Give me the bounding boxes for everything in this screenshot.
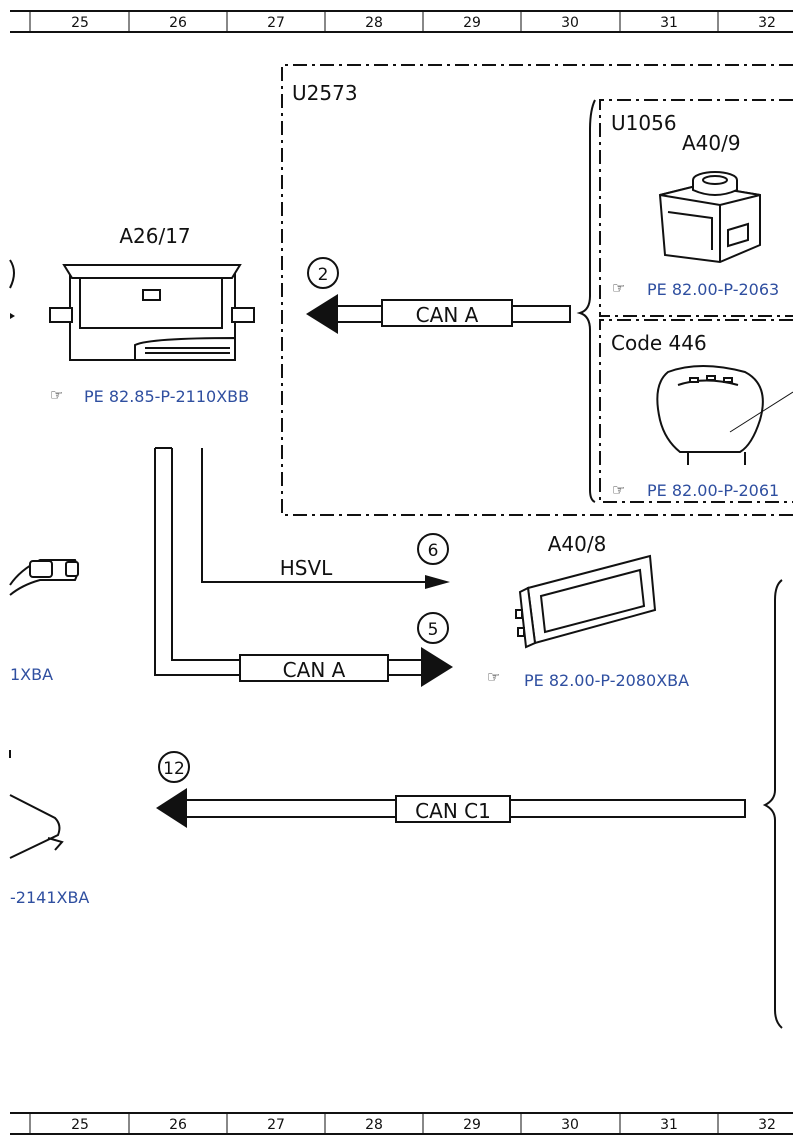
brace — [576, 99, 596, 503]
u1056-boundary — [599, 99, 793, 317]
u1056-label: U1056 — [611, 111, 677, 135]
can-a-top-num: 2 — [318, 265, 329, 285]
can-a-top-label: CAN A — [416, 303, 479, 327]
ruler-col: 26 — [169, 15, 187, 31]
u2573-boundary — [281, 64, 793, 516]
a26-17-drawing — [49, 264, 255, 361]
a26-17-ref-text: PE 82.85-P-2110XBB — [84, 387, 249, 406]
a40-9-label: A40/9 — [682, 131, 741, 155]
a40-9-controller-drawing — [658, 171, 761, 264]
ruler-col: 26 — [169, 1117, 187, 1133]
left-partial-device-2 — [9, 750, 64, 859]
a40-8-display-drawing — [515, 554, 657, 649]
reference-hand-icon: ☞ — [487, 668, 500, 686]
can-a-mid-num: 5 — [428, 620, 439, 640]
left-partial-circle — [9, 259, 15, 289]
a26-17-ref: ☞ PE 82.85-P-2110XBB — [50, 386, 249, 406]
code446-boundary — [599, 319, 793, 503]
ruler-col: 27 — [267, 1117, 285, 1133]
code446-unit-drawing — [656, 365, 793, 465]
can-c1-connection: CAN C1 12 — [156, 751, 746, 828]
a40-8-ref-text: PE 82.00-P-2080XBA — [524, 671, 689, 690]
can-c1-label: CAN C1 — [415, 799, 491, 823]
ruler-col: 30 — [561, 15, 579, 31]
code446-ref-text: PE 82.00-P-2061 — [647, 481, 779, 500]
a40-8-ref: ☞ PE 82.00-P-2080XBA — [487, 668, 689, 690]
hsvl-num: 6 — [428, 541, 439, 561]
ruler-col: 31 — [660, 1117, 678, 1133]
a26-17-label: A26/17 — [119, 224, 190, 248]
can-a-mid-connection: CAN A 5 — [154, 447, 453, 687]
u2573-label: U2573 — [292, 81, 358, 105]
ruler-col: 30 — [561, 1117, 579, 1133]
ruler-col: 28 — [365, 15, 383, 31]
ruler-col: 32 — [758, 1117, 776, 1133]
a40-9-ref: ☞ PE 82.00-P-2063 — [612, 279, 779, 299]
code446-label: Code 446 — [611, 331, 707, 355]
ruler-col: 25 — [71, 1117, 89, 1133]
ruler-col: 29 — [463, 15, 481, 31]
bottom-ruler: 25 26 27 28 29 30 31 32 — [10, 1112, 793, 1135]
hsvl-label: HSVL — [280, 556, 333, 580]
left-partial-device-1 — [9, 559, 79, 596]
left-partial-arrowhead — [10, 313, 15, 319]
top-ruler: 25 26 27 28 29 30 31 32 — [10, 10, 793, 33]
a40-8-label: A40/8 — [548, 532, 607, 556]
can-c1-num: 12 — [163, 759, 185, 779]
ruler-col: 28 — [365, 1117, 383, 1133]
ruler-col: 27 — [267, 15, 285, 31]
ruler-col: 31 — [660, 15, 678, 31]
left-partial-ref-1: 1XBA — [10, 665, 53, 684]
reference-hand-icon: ☞ — [612, 481, 625, 499]
can-a-top-connection: CAN A 2 — [306, 257, 571, 334]
right-brace-lower — [762, 579, 783, 1029]
code446-ref: ☞ PE 82.00-P-2061 — [612, 481, 779, 500]
can-a-mid-label: CAN A — [283, 658, 346, 682]
ruler-col: 25 — [71, 15, 89, 31]
reference-hand-icon: ☞ — [50, 386, 63, 404]
ruler-col: 32 — [758, 15, 776, 31]
reference-hand-icon: ☞ — [612, 279, 625, 297]
hsvl-connection: HSVL 6 — [201, 448, 450, 589]
left-partial-ref-2: -2141XBA — [10, 888, 89, 907]
ruler-col: 29 — [463, 1117, 481, 1133]
a40-9-ref-text: PE 82.00-P-2063 — [647, 280, 779, 299]
